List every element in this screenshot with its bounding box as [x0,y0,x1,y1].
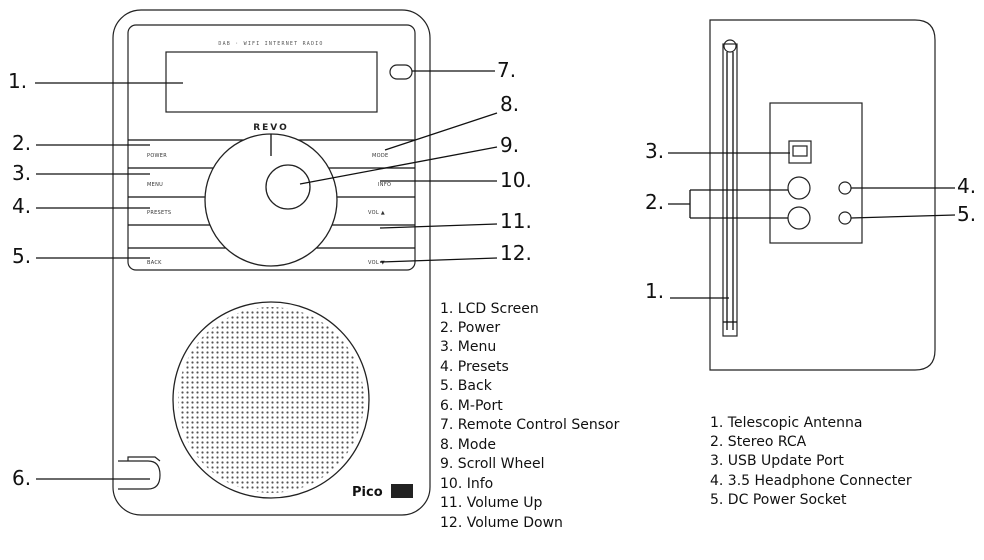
callout-antenna: 1. [645,279,664,303]
callout-scroll-wheel: 9. [500,133,519,157]
rca-socket-left [787,176,811,200]
headphone-socket [838,181,852,195]
display-header: DAB · WIFI INTERNET RADIO [218,41,323,47]
callout-stereo-rca: 2. [645,190,664,214]
menu-button[interactable]: MENU [147,182,163,188]
legend-item: 12. Volume Down [440,515,563,531]
callout-m-port: 6. [12,466,31,490]
remote-sensor [389,64,413,80]
callout-menu: 3. [12,161,31,185]
callout-info: 10. [500,168,532,192]
front-callout-lines [35,70,498,480]
legend-item: 10. Info [440,476,493,492]
speaker-grille [178,307,364,493]
front-legend: 1. LCD Screen 2. Power 3. Menu 4. Preset… [440,301,620,531]
presets-button[interactable]: PRESETS [147,210,171,216]
callout-headphone: 4. [957,174,976,198]
m-port-lip [127,456,161,462]
front-view: DAB · WIFI INTERNET RADIO REVO POWER MEN… [112,9,431,516]
callout-presets: 4. [12,194,31,218]
back-view [709,19,936,371]
antenna-pivot [723,39,737,53]
power-button[interactable]: POWER [147,153,167,159]
legend-item: 7. Remote Control Sensor [440,417,620,433]
callout-remote-sensor: 7. [497,58,516,82]
usb-port-inner [792,145,808,157]
legend-item: 4. Presets [440,359,509,375]
lcd-screen [165,51,378,113]
radio-body-back [709,19,936,371]
radio-body-front [112,9,431,516]
legend-item: 9. Scroll Wheel [440,456,544,472]
dc-power-socket [838,211,852,225]
scroll-wheel-knob[interactable] [265,164,311,210]
callout-back: 5. [12,244,31,268]
callout-usb-port: 3. [645,139,664,163]
callout-power: 2. [12,131,31,155]
volume-down-button[interactable]: VOL ▼ [368,260,385,266]
legend-item: 2. Stereo RCA [710,434,807,450]
back-callout-lines [668,152,956,299]
callout-mode: 8. [500,92,519,116]
legend-item: 11. Volume Up [440,495,542,511]
legend-item: 1. Telescopic Antenna [710,415,862,431]
legend-item: 3. USB Update Port [710,453,844,469]
info-button[interactable]: INFO [378,182,391,188]
product-logo-badge [391,484,413,498]
callout-dc-power: 5. [957,202,976,226]
brand-logo: REVO [253,123,289,133]
callout-volume-down: 12. [500,241,532,265]
rca-socket-right [787,206,811,230]
legend-item: 5. DC Power Socket [710,492,847,508]
legend-item: 4. 3.5 Headphone Connecter [710,473,912,489]
product-logo: Pico [352,485,383,500]
callout-lcd-screen: 1. [8,69,27,93]
control-panel [127,24,416,271]
legend-item: 8. Mode [440,437,496,453]
connector-panel [769,102,863,244]
mode-button[interactable]: MODE [372,153,388,159]
legend-item: 3. Menu [440,339,496,355]
m-port [118,460,161,490]
legend-item: 2. Power [440,320,500,336]
usb-port [788,140,812,164]
legend-item: 6. M-Port [440,398,503,414]
legend-item: 5. Back [440,378,493,394]
back-button[interactable]: BACK [147,260,162,266]
volume-up-button[interactable]: VOL ▲ [368,210,385,216]
callout-volume-up: 11. [500,209,532,233]
back-legend: 1. Telescopic Antenna 2. Stereo RCA 3. U… [710,415,912,508]
legend-item: 1. LCD Screen [440,301,539,317]
